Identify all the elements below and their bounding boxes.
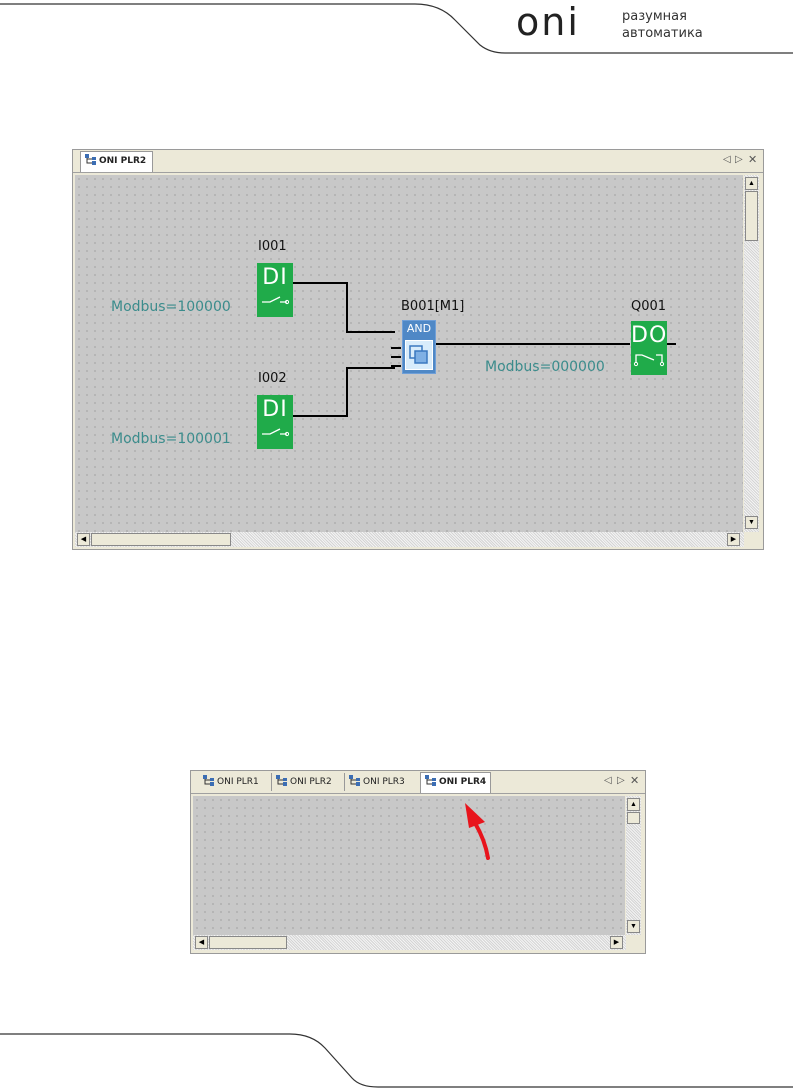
- red-arrow-icon: [465, 803, 490, 860]
- input2-di-block[interactable]: DI: [257, 395, 293, 449]
- normally-open-contact-icon: [262, 296, 290, 305]
- diagram-window: ONI PLR2 ◁ ▷ ✕ I001 Modbus=100000 DI I00…: [72, 149, 764, 550]
- vertical-scroll-thumb[interactable]: [745, 191, 758, 241]
- horizontal-scrollbar[interactable]: ◀ ▶: [193, 935, 626, 950]
- scroll-left-button[interactable]: ◀: [77, 533, 90, 546]
- scroll-up-button[interactable]: ▲: [627, 798, 640, 811]
- input1-type: DI: [262, 265, 288, 290]
- network-icon: [425, 775, 436, 786]
- scroll-up-button[interactable]: ▲: [745, 177, 758, 190]
- scroll-right-button[interactable]: ▶: [610, 936, 623, 949]
- network-icon: [276, 775, 287, 786]
- tab-label: ONI PLR2: [290, 777, 332, 787]
- tab-bar: ONI PLR2 ◁ ▷ ✕: [73, 150, 763, 173]
- close-icon[interactable]: ✕: [630, 774, 640, 787]
- input1-name: I001: [258, 239, 287, 254]
- scroll-down-button[interactable]: ▼: [745, 516, 758, 529]
- input2-name: I002: [258, 371, 287, 386]
- normally-open-contact-icon: [262, 428, 290, 437]
- network-icon: [203, 775, 214, 786]
- tab-oni-plr1[interactable]: ONI PLR1: [199, 773, 259, 791]
- empty-canvas[interactable]: [193, 796, 625, 935]
- tabs-window: ONI PLR1 ONI PLR2 ONI PLR3 ONI PLR4 ◁ ▷ …: [190, 770, 646, 954]
- horizontal-scrollbar[interactable]: ◀ ▶: [75, 532, 744, 547]
- and-type: AND: [406, 322, 432, 335]
- wires: [293, 282, 676, 417]
- footer-decoration: [0, 1033, 793, 1088]
- tab-label: ONI PLR2: [99, 156, 147, 166]
- input2-type: DI: [262, 397, 288, 422]
- tab-label: ONI PLR1: [217, 777, 259, 787]
- vertical-scroll-thumb[interactable]: [627, 812, 640, 824]
- and-block[interactable]: AND: [402, 320, 436, 374]
- input1-di-block[interactable]: DI: [257, 263, 293, 317]
- close-icon[interactable]: ✕: [748, 153, 758, 166]
- scroll-tabs-left-icon[interactable]: ◁: [604, 775, 612, 786]
- tab-oni-plr2[interactable]: ONI PLR2: [271, 773, 332, 791]
- tab-oni-plr3[interactable]: ONI PLR3: [344, 773, 405, 791]
- horizontal-scroll-thumb[interactable]: [91, 533, 231, 546]
- diagram-canvas[interactable]: I001 Modbus=100000 DI I002 Modbus=100001…: [75, 175, 743, 532]
- horizontal-scroll-thumb[interactable]: [209, 936, 287, 949]
- brand-tagline: разумная автоматика: [622, 8, 703, 42]
- vertical-scrollbar[interactable]: ▲ ▼: [626, 796, 641, 935]
- logic-block-name: B001[M1]: [401, 299, 465, 314]
- input2-modbus: Modbus=100001: [111, 431, 231, 447]
- scroll-tabs-right-icon[interactable]: ▷: [735, 154, 743, 165]
- and-inner-panel: [405, 340, 433, 370]
- relay-contact-icon: [633, 354, 665, 367]
- scroll-down-button[interactable]: ▼: [627, 920, 640, 933]
- network-icon: [85, 154, 96, 165]
- brand-logo: oni: [516, 0, 580, 44]
- tagline-line-1: разумная: [622, 9, 687, 24]
- scroll-tabs-right-icon[interactable]: ▷: [617, 775, 625, 786]
- output-name: Q001: [631, 299, 667, 314]
- tab-oni-plr2[interactable]: ONI PLR2: [80, 151, 154, 172]
- input1-modbus: Modbus=100000: [111, 299, 231, 315]
- output-type: DO: [631, 323, 668, 348]
- tab-oni-plr4[interactable]: ONI PLR4: [420, 772, 492, 793]
- tab-label: ONI PLR3: [363, 777, 405, 787]
- scroll-left-button[interactable]: ◀: [195, 936, 208, 949]
- tab-label: ONI PLR4: [439, 777, 487, 787]
- output-do-block[interactable]: DO: [631, 321, 667, 375]
- vertical-scrollbar[interactable]: ▲ ▼: [744, 175, 759, 532]
- scroll-tabs-left-icon[interactable]: ◁: [723, 154, 731, 165]
- macro-icon: [409, 345, 428, 364]
- network-icon: [349, 775, 360, 786]
- tagline-line-2: автоматика: [622, 26, 703, 41]
- output-modbus: Modbus=000000: [485, 359, 605, 375]
- header-decoration: [0, 3, 793, 54]
- tab-bar-2: ONI PLR1 ONI PLR2 ONI PLR3 ONI PLR4 ◁ ▷ …: [191, 771, 645, 794]
- scroll-right-button[interactable]: ▶: [727, 533, 740, 546]
